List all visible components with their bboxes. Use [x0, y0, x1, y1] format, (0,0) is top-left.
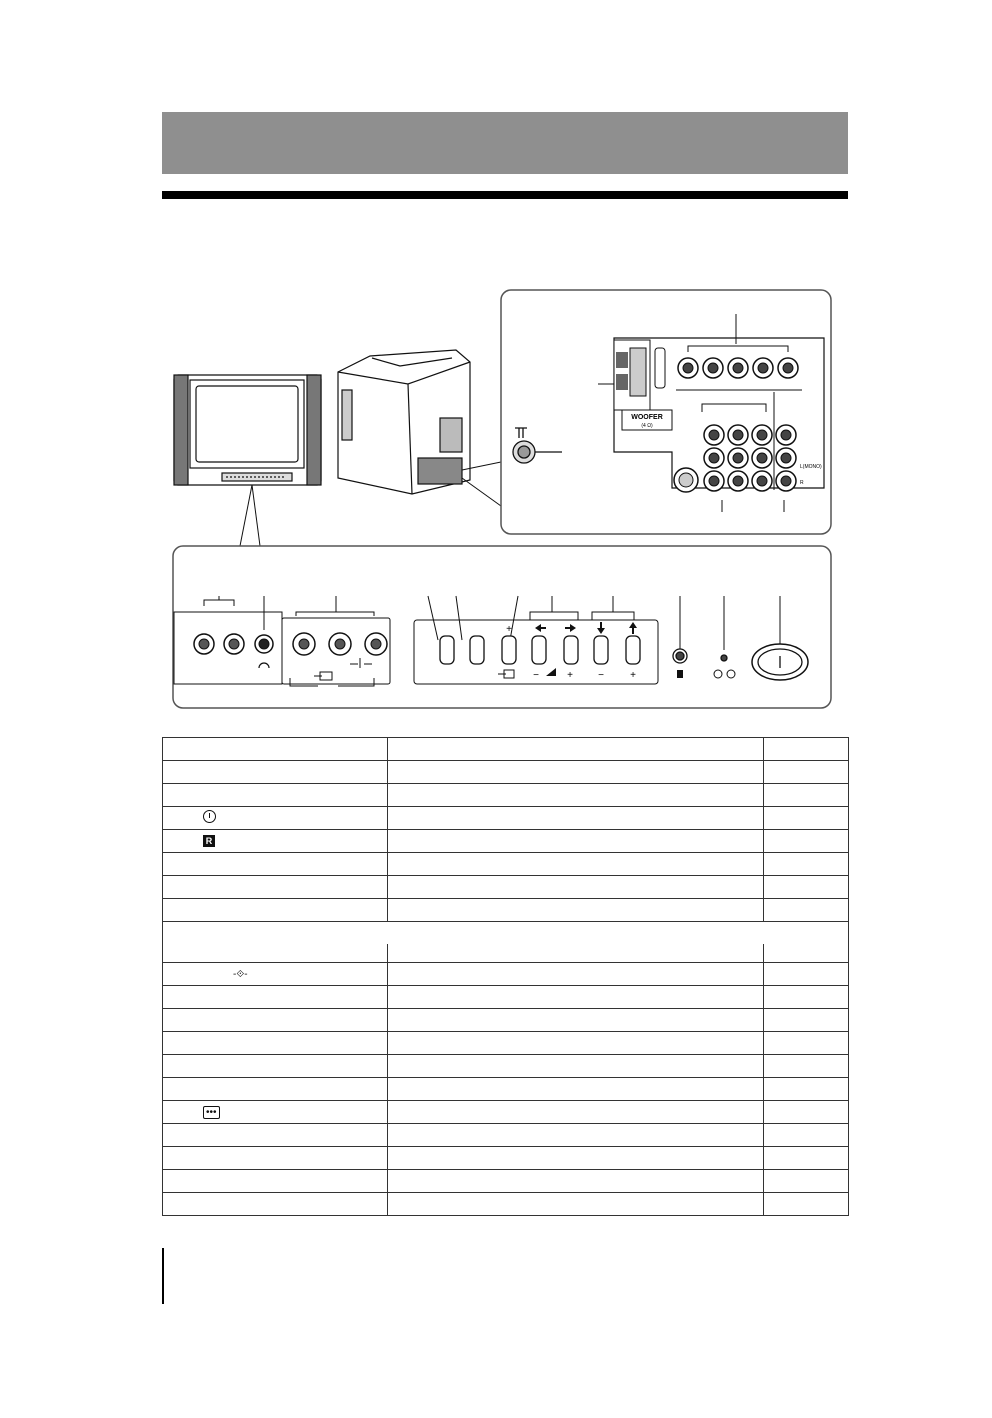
table-group-row	[162, 921, 849, 944]
table-row	[162, 985, 849, 1009]
channel-plus-label: +	[506, 624, 512, 635]
tv-front-illustration	[173, 374, 322, 486]
controls-table: R -⟐- •••	[162, 737, 849, 1216]
table-row	[162, 737, 849, 761]
av-input-jacks-grid	[673, 424, 797, 493]
video-input-icon: •••	[203, 1105, 220, 1119]
table-row	[162, 1031, 849, 1055]
mono-label: L(MONO)	[800, 464, 822, 470]
program-minus-label: −	[598, 670, 604, 681]
table-row	[162, 1192, 849, 1216]
component-jacks-row	[677, 357, 799, 379]
timer-icon	[726, 669, 736, 679]
table-row	[162, 1146, 849, 1170]
rear-panel-callout: WOOFER (4 Ω)	[500, 289, 832, 535]
arrow-up-icon	[629, 622, 637, 634]
table-row	[162, 875, 849, 899]
headphone-icon	[258, 662, 270, 669]
section-rule	[162, 191, 848, 199]
program-plus-label: +	[630, 670, 636, 681]
arrow-down-icon	[597, 622, 605, 634]
woofer-label: WOOFER	[631, 414, 663, 421]
arrow-left-icon	[535, 624, 546, 632]
section-header-band	[162, 112, 848, 174]
front-buttons	[439, 635, 809, 681]
antenna-icon	[512, 427, 562, 464]
antenna-symbol-icon: -⟐-	[233, 969, 248, 980]
table-row	[162, 806, 849, 830]
front-jacks	[193, 632, 388, 656]
audio-icon	[350, 658, 372, 668]
video-input-icon	[314, 671, 333, 681]
volume-icon	[546, 668, 556, 676]
tv-rear-illustration	[337, 349, 471, 495]
table-row	[162, 852, 849, 876]
table-row: •••	[162, 1100, 849, 1124]
volume-minus-label: −	[533, 670, 539, 681]
power-icon	[713, 669, 723, 679]
table-row	[162, 783, 849, 807]
table-row	[162, 1123, 849, 1147]
table-row	[162, 898, 849, 922]
woofer-sub-label: (4 Ω)	[641, 423, 653, 429]
table-row	[162, 1054, 849, 1078]
right-channel-label: R	[800, 480, 804, 486]
table-row: R	[162, 829, 849, 853]
input-select-icon	[498, 669, 515, 679]
remote-r-icon: R	[203, 835, 215, 847]
volume-plus-label: +	[567, 670, 573, 681]
table-row	[162, 1077, 849, 1101]
table-row	[162, 944, 849, 963]
arrow-right-icon	[565, 624, 576, 632]
remote-sensor-icon	[677, 670, 683, 678]
table-row: -⟐-	[162, 962, 849, 986]
table-row	[162, 760, 849, 784]
table-row	[162, 1008, 849, 1032]
timer-icon	[203, 810, 216, 823]
page-margin-mark	[162, 1248, 164, 1304]
tv-controls-diagram: WOOFER (4 Ω)	[172, 289, 832, 709]
table-row	[162, 1169, 849, 1193]
front-panel-callout: + − + − +	[172, 545, 832, 709]
